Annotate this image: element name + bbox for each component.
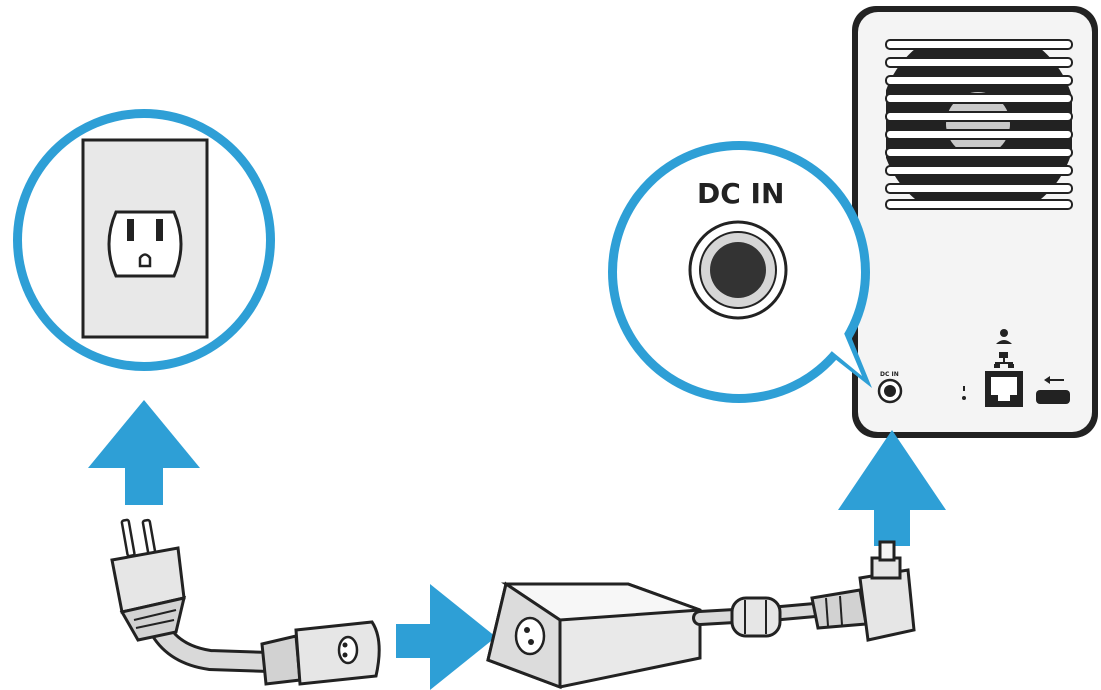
power-cord-c7-connector: [260, 620, 381, 686]
arrow-right-middle: [396, 584, 496, 690]
adapter-ac-inlet: [514, 616, 546, 656]
dc-in-label: DC IN: [697, 177, 784, 210]
arrow-up-left: [88, 400, 200, 505]
dc-cable: [692, 540, 916, 642]
network-icon: [994, 352, 1014, 368]
usb-port: [1036, 376, 1070, 404]
wall-outlet: [81, 138, 209, 339]
cooling-fan-vent: [885, 39, 1073, 210]
dc-in-jack: [688, 220, 788, 320]
dc-in-port: DC IN: [877, 371, 903, 404]
device-rear-panel: DC IN: [852, 6, 1098, 438]
ac-adapter: [486, 581, 702, 690]
arrow-up-right: [838, 430, 946, 546]
usb-icon: [1044, 376, 1064, 384]
power-cord-plug: [110, 518, 187, 642]
dc-in-callout: DC IN: [608, 141, 872, 403]
status-led: [962, 386, 966, 400]
ethernet-port: [985, 329, 1023, 407]
user-icon: [996, 329, 1012, 344]
dc-in-port-label: DC IN: [880, 371, 899, 378]
power-cord: [110, 518, 381, 686]
wall-outlet-callout: [13, 109, 275, 371]
ferrite-bead: [730, 596, 782, 638]
dc-barrel-plug: [858, 540, 916, 642]
